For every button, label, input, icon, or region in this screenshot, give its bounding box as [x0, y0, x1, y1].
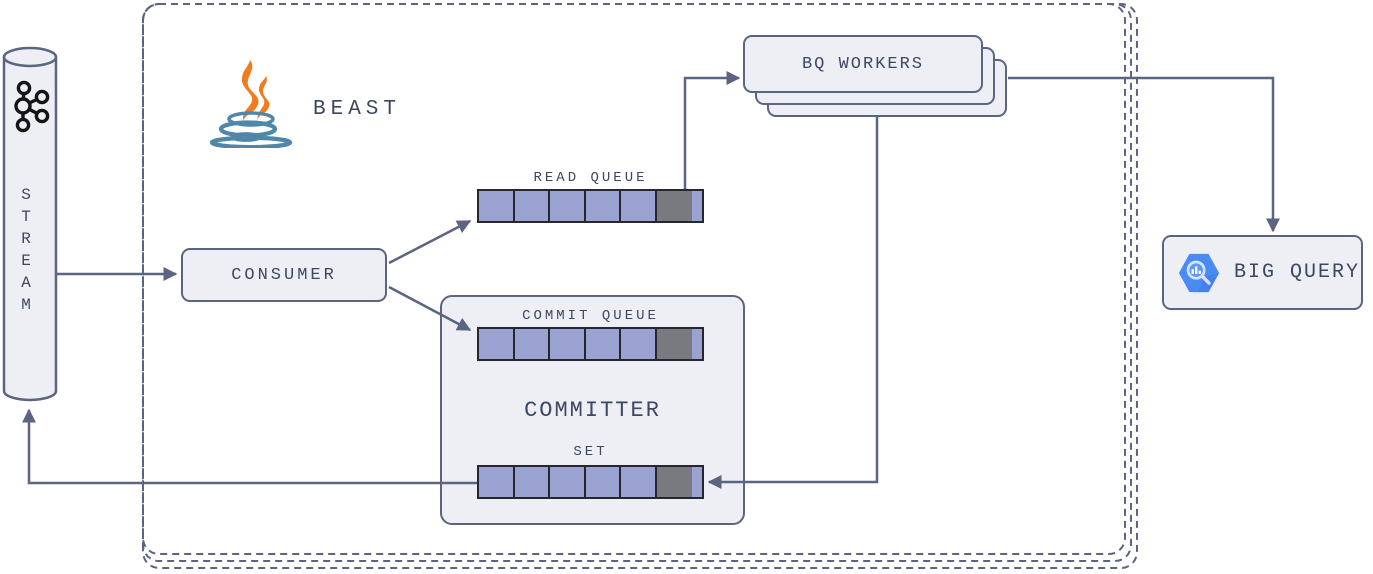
queue-cell — [514, 191, 550, 221]
arrow-bq-workers-to-bigquery — [1008, 76, 1280, 233]
bigquery-label: BIG QUERY — [1234, 261, 1361, 284]
queue-cell — [585, 467, 621, 497]
queue-cell — [656, 467, 692, 497]
queue-cell — [479, 467, 515, 497]
queue-cell — [479, 191, 515, 221]
committer-label: COMMITTER — [524, 398, 661, 423]
bigquery-icon — [1177, 249, 1221, 297]
bq-workers-label: BQ WORKERS — [801, 54, 925, 74]
arrow-consumer-to-read-queue — [388, 219, 472, 265]
queue-cell — [656, 329, 692, 359]
queue-cell — [479, 329, 515, 359]
queue-cell — [621, 191, 657, 221]
queue-cell — [621, 329, 657, 359]
beast-title: BEAST — [313, 98, 402, 121]
consumer-label: CONSUMER — [231, 265, 337, 285]
bigquery-node: BIG QUERY — [1162, 235, 1363, 310]
java-logo-icon — [203, 56, 299, 150]
consumer-node: CONSUMER — [181, 248, 387, 302]
queue-cell — [585, 329, 621, 359]
set-queue — [477, 465, 704, 499]
read-queue-label: READ QUEUE — [533, 170, 648, 186]
bq-workers-node: BQ WORKERS — [743, 35, 983, 93]
read-queue — [477, 189, 704, 223]
commit-queue-label: COMMIT QUEUE — [522, 308, 659, 324]
queue-cell — [514, 329, 550, 359]
queue-cell — [514, 467, 550, 497]
set-queue-label: SET — [573, 444, 608, 460]
queue-cell — [621, 467, 657, 497]
arrow-set-queue-to-stream — [22, 408, 477, 485]
queue-cell — [585, 191, 621, 221]
commit-queue — [477, 327, 704, 361]
queue-cell — [656, 191, 692, 221]
queue-cell — [550, 467, 586, 497]
queue-cell — [550, 329, 586, 359]
stream-label: STREAM — [17, 186, 35, 318]
queue-cell — [550, 191, 586, 221]
kafka-icon — [8, 78, 52, 136]
